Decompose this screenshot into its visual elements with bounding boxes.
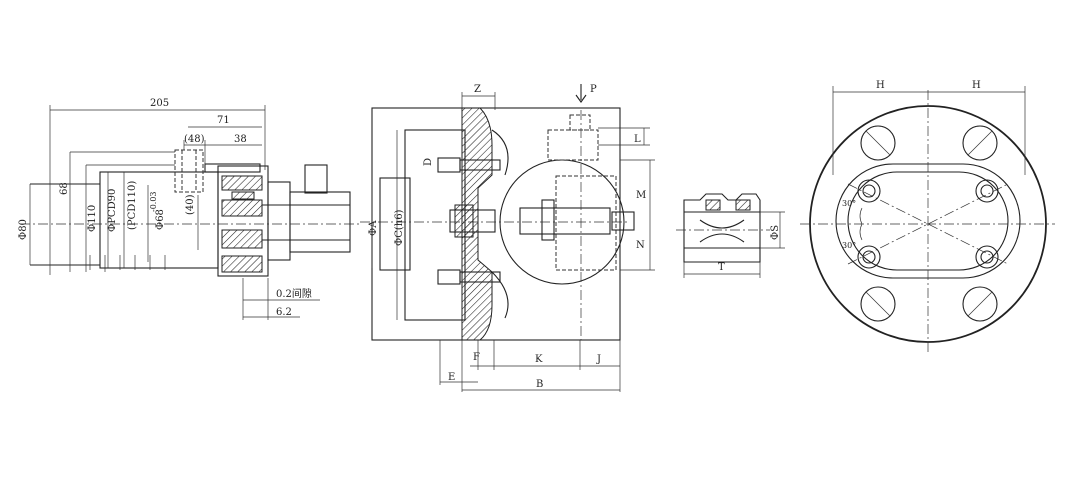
- dim-phi68: Φ68: [155, 209, 166, 230]
- label-b: B: [536, 379, 543, 390]
- label-m: M: [636, 190, 646, 201]
- detail-view: ΦS T: [676, 193, 785, 278]
- label-phi-c: ΦC(h6): [394, 209, 405, 246]
- dim-205: 205: [150, 98, 169, 109]
- dim-pcd90: ΦPCD90: [107, 189, 118, 232]
- side-section-view: 205 71 (48) 38 Φ80 68 Φ110 ΦPCD90 (PCD11…: [18, 98, 360, 320]
- label-n: N: [636, 240, 645, 251]
- label-phi-s: ΦS: [770, 225, 781, 240]
- inner-bolt-holes: [857, 179, 999, 269]
- outer-bolt-holes: [860, 125, 998, 322]
- dim-6-2: 6.2: [276, 307, 292, 318]
- label-h-right: H: [972, 80, 981, 91]
- label-h-left: H: [876, 80, 885, 91]
- dim-71: 71: [217, 115, 230, 126]
- angle-top: 30°: [842, 199, 856, 208]
- label-k: K: [535, 354, 543, 365]
- dim-68: 68: [59, 182, 70, 195]
- label-d: D: [423, 158, 434, 166]
- flange-face-view: 30° 30° H H: [800, 80, 1055, 352]
- label-z: Z: [474, 84, 481, 95]
- dim-phi80: Φ80: [18, 219, 29, 240]
- label-l: L: [634, 134, 641, 145]
- angle-bottom: 30°: [842, 241, 856, 250]
- dim-gap: 0.2间隙: [276, 287, 312, 300]
- dim-phi68-tolerance: -0.03: [149, 191, 158, 212]
- dim-48: (48): [184, 134, 205, 145]
- label-j: J: [596, 354, 601, 365]
- label-f: F: [473, 352, 480, 363]
- dim-38: 38: [234, 134, 247, 145]
- label-t: T: [718, 262, 725, 273]
- label-phi-a: ΦA: [368, 220, 379, 236]
- label-e: E: [448, 372, 455, 383]
- dim-phi110: Φ110: [87, 205, 98, 232]
- front-section-view: P Z L M N D ΦA ΦC(h6) F K J: [360, 84, 655, 392]
- dim-pcd110: (PCD110): [127, 181, 138, 230]
- dim-40: (40): [185, 194, 196, 215]
- label-p: P: [590, 84, 597, 95]
